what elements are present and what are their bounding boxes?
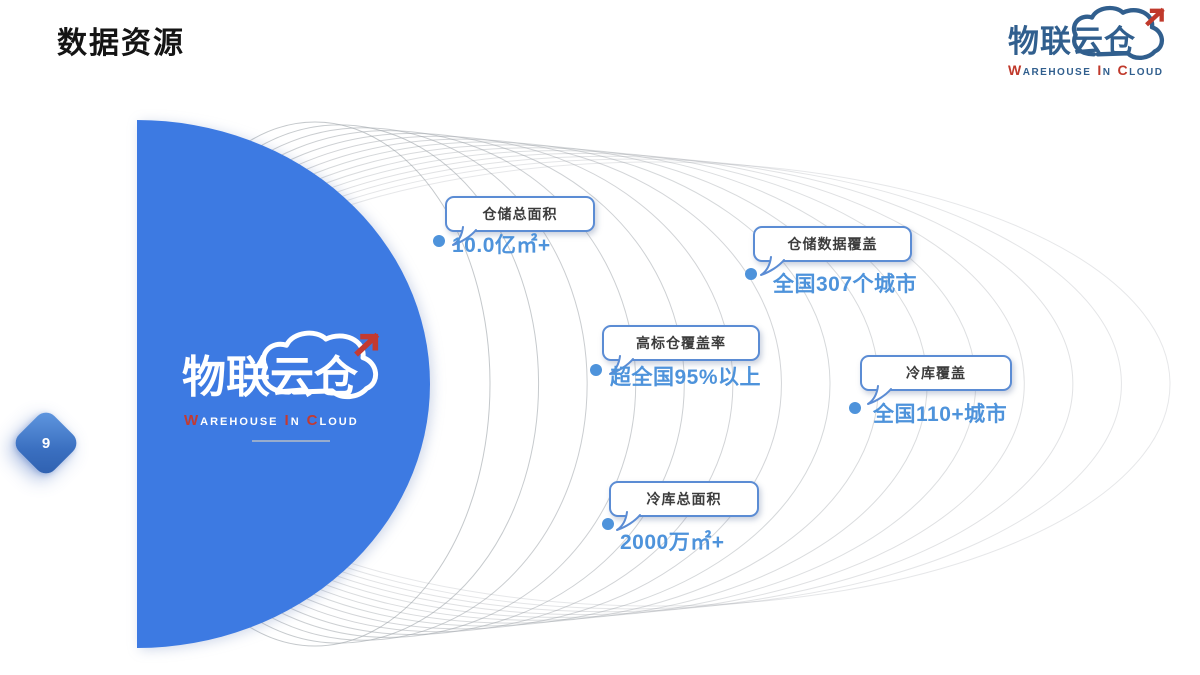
arrow-up-right-icon <box>1145 7 1165 27</box>
blue-half-ellipse <box>137 120 430 648</box>
page-number: 9 <box>41 434 51 452</box>
callout-value: 10.0亿㎡+ <box>452 234 551 257</box>
arrow-up-right-icon <box>354 332 380 357</box>
callout-label: 冷库覆盖 <box>906 365 966 381</box>
callout-dot <box>602 518 614 530</box>
callout-bubble: 高标仓覆盖率 <box>602 325 760 375</box>
page-number-badge: 9 <box>10 407 82 479</box>
callout-dot <box>433 235 445 247</box>
callout-cold-storage-coverage: 冷库覆盖 全国110+城市 <box>849 355 1012 426</box>
callout-bubble: 冷库覆盖 <box>860 355 1012 405</box>
callout-bubble: 冷库总面积 <box>609 481 759 531</box>
callout-label: 仓储数据覆盖 <box>787 236 878 252</box>
callout-value: 全国307个城市 <box>773 273 918 296</box>
callout-dot <box>849 402 861 414</box>
bubble-tail-icon <box>452 226 477 246</box>
logo-divider <box>252 440 330 442</box>
bubble-tail-icon <box>609 355 634 375</box>
bubble-tail-icon <box>616 511 641 531</box>
callout-warehouse-total-area: 仓储总面积 10.0亿㎡+ <box>433 196 595 257</box>
cloud-icon <box>261 330 380 400</box>
cloud-icon <box>1071 5 1165 60</box>
callout-dot <box>745 268 757 280</box>
logo-cn-text: 物联云仓 <box>1008 24 1136 59</box>
callout-value: 2000万㎡+ <box>620 531 725 554</box>
callout-label: 高标仓覆盖率 <box>636 335 726 351</box>
callout-dot <box>590 364 602 376</box>
callout-label: 仓储总面积 <box>482 206 558 222</box>
callout-bubble: 仓储总面积 <box>445 196 595 246</box>
bubble-tail-icon <box>867 385 892 405</box>
callout-high-standard-coverage: 高标仓覆盖率 超全国95%以上 <box>590 325 761 389</box>
callout-bubble: 仓储数据覆盖 <box>753 226 912 276</box>
callout-warehouse-data-coverage: 仓储数据覆盖 全国307个城市 <box>745 226 917 296</box>
callout-value: 超全国95%以上 <box>610 366 762 389</box>
bubble-tail-icon <box>760 256 785 276</box>
callout-cold-storage-total-area: 冷库总面积 2000万㎡+ <box>602 481 759 554</box>
logo-cn-text: 物联云仓 <box>182 353 358 402</box>
callout-value: 全国110+城市 <box>873 403 1008 426</box>
callout-label: 冷库总面积 <box>646 491 722 507</box>
page-title: 数据资源 <box>57 27 185 60</box>
